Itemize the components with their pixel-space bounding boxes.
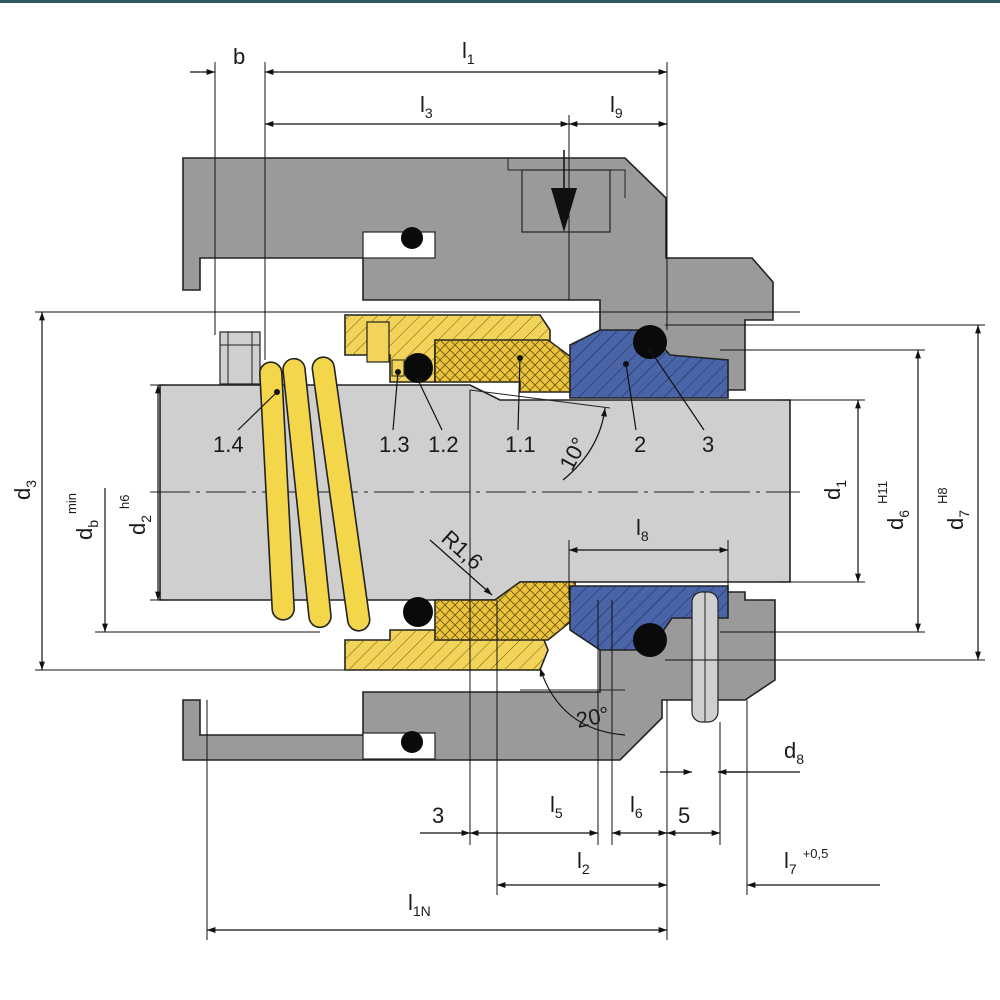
dim-l1n: l1N <box>408 890 431 919</box>
extension-lines <box>35 62 985 940</box>
set-screw <box>219 331 261 385</box>
oring-housing-top <box>401 227 423 249</box>
dim-d2: d2h6 <box>117 494 154 535</box>
part-1-1: 1.1 <box>505 432 536 457</box>
part-1-4: 1.4 <box>213 432 244 457</box>
dimension-lines <box>39 69 981 933</box>
part-3: 3 <box>702 432 714 457</box>
drive-pin-top <box>366 321 390 363</box>
dim-l8: l8 <box>636 515 649 544</box>
dim-l2: l2 <box>577 848 590 877</box>
dim-d7: d7H8 <box>935 487 972 530</box>
oring-mating-bottom <box>633 623 667 657</box>
housing-groove-top <box>362 231 436 259</box>
oring-housing-bottom <box>401 731 423 753</box>
part-1-2: 1.2 <box>428 432 459 457</box>
dim-l7: l7+0,5 <box>784 846 828 877</box>
dim-d1: d1 <box>820 480 849 500</box>
dim-l6: l6 <box>630 792 643 821</box>
dim-5: 5 <box>678 803 690 828</box>
dim-d8: d8 <box>784 738 804 767</box>
dim-db: dbmin <box>64 493 101 540</box>
dim-l3: l3 <box>420 92 433 121</box>
spring <box>259 356 371 632</box>
housing-groove-bottom <box>362 732 436 760</box>
oring-seal-bottom <box>403 597 433 627</box>
oring-seal-top <box>403 353 433 383</box>
dim-l5: l5 <box>550 792 563 821</box>
dim-l1: l1 <box>462 38 475 67</box>
oring-mating-top <box>633 325 667 359</box>
part-1-3: 1.3 <box>379 432 410 457</box>
top-frame-bar <box>0 0 1000 3</box>
dim-3: 3 <box>432 803 444 828</box>
dim-d3: d3 <box>10 480 39 500</box>
flush-arrow-icon <box>551 188 577 232</box>
part-2: 2 <box>634 432 646 457</box>
flush-port <box>521 169 611 233</box>
dim-d6: d6H11 <box>875 481 912 530</box>
dim-b: b <box>233 44 245 69</box>
dim-l9: l9 <box>610 92 623 121</box>
